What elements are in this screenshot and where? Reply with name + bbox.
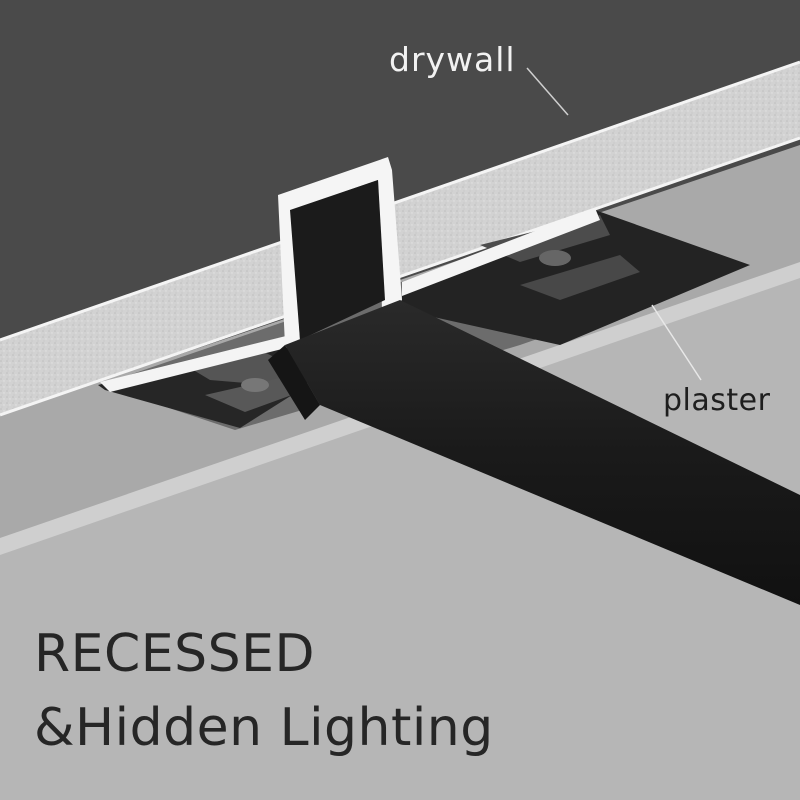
callout-leaders <box>526 67 702 381</box>
plaster-callout-label: plaster <box>663 383 771 418</box>
headline: RECESSED &Hidden Lighting <box>34 618 494 766</box>
headline-line-2: &Hidden Lighting <box>34 697 494 758</box>
headline-line-1: RECESSED <box>34 624 316 684</box>
aluminium-profile <box>100 157 600 392</box>
drywall-callout-label: drywall <box>389 40 516 79</box>
light-bar <box>268 300 800 605</box>
